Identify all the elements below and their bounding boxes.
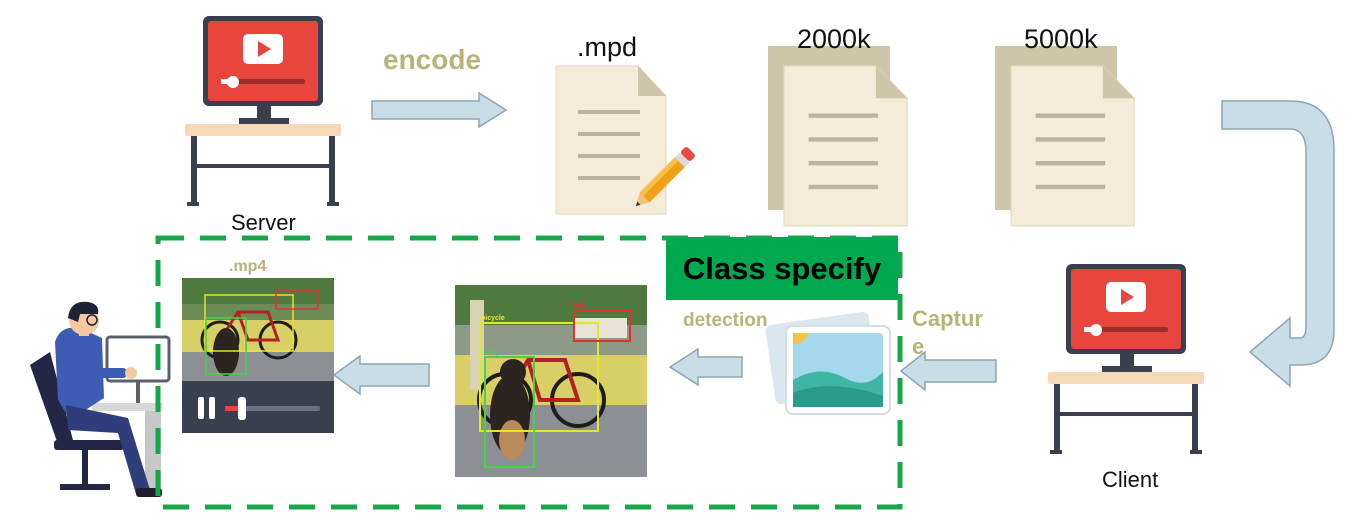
file-2000k-icon	[768, 46, 908, 227]
image-gallery-icon	[765, 311, 891, 415]
detection-result-image	[455, 285, 647, 477]
server-icon	[185, 16, 341, 206]
person-at-computer-icon	[30, 301, 171, 497]
mpd-label: .mpd	[577, 32, 638, 62]
encode-arrow	[371, 91, 508, 129]
capture-label-line2: e	[912, 334, 925, 359]
pause-icon[interactable]	[198, 397, 215, 419]
mp4-player	[182, 278, 334, 433]
capture-label-line1: Captur	[912, 306, 983, 331]
detection-label: detection	[683, 310, 768, 331]
seek-bar[interactable]	[225, 397, 320, 420]
playback-arrow	[332, 354, 430, 396]
detection-arrow	[668, 347, 743, 387]
client-icon	[1048, 264, 1204, 454]
capture-arrow	[899, 350, 997, 392]
bbox-bicycle-label: bicycle	[481, 315, 505, 322]
mp4-label: .mp4	[229, 258, 267, 275]
file-5000k-label: 5000k	[1024, 24, 1098, 54]
bbox-dog-label: dog	[486, 349, 499, 356]
file-5000k-icon	[995, 46, 1135, 227]
download-arrow	[1221, 100, 1335, 388]
encode-label: encode	[383, 44, 482, 75]
bbox-truck-label: truck	[568, 302, 586, 309]
mpd-document-icon	[555, 65, 695, 215]
class-specify-label: Class specify	[666, 237, 898, 300]
client-label: Client	[1102, 467, 1159, 492]
file-2000k-label: 2000k	[797, 24, 871, 54]
server-label: Server	[231, 210, 296, 235]
